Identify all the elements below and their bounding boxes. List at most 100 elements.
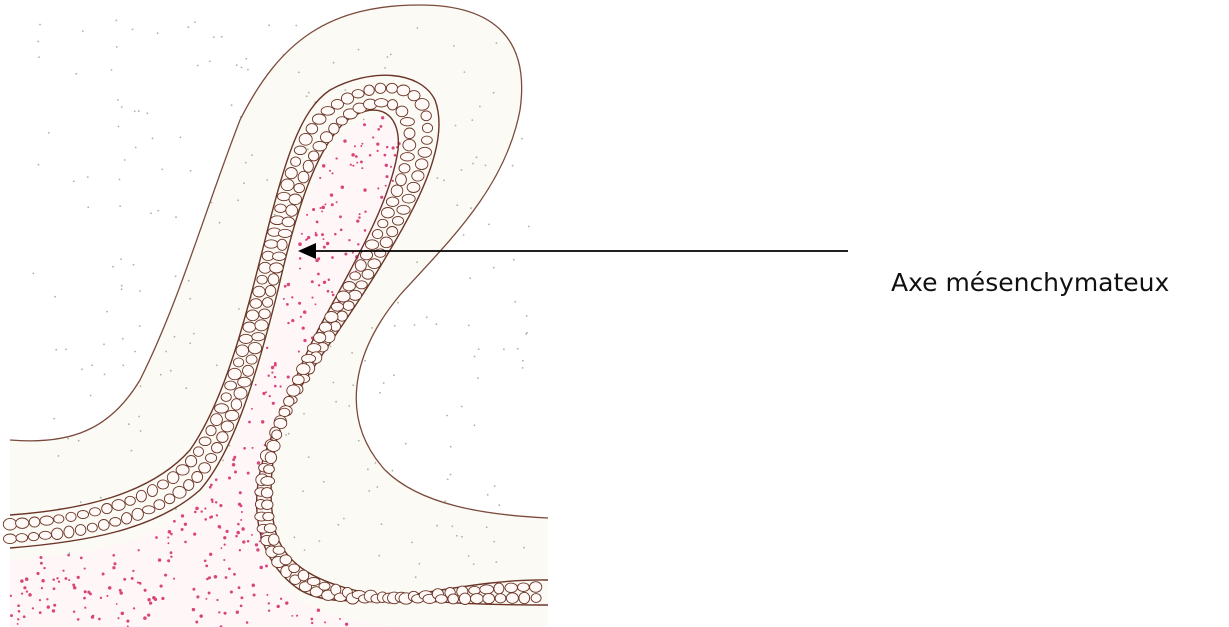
outer-layer-dot bbox=[175, 275, 177, 277]
mesenchyme-dot bbox=[10, 614, 13, 617]
outer-layer-dot bbox=[100, 497, 102, 499]
mesenchyme-dot bbox=[84, 568, 86, 570]
outer-layer-dot bbox=[436, 323, 438, 325]
outer-layer-dot bbox=[319, 540, 321, 542]
outer-layer-dot bbox=[91, 364, 93, 366]
outer-layer-dot bbox=[122, 338, 124, 340]
epithelial-cell bbox=[352, 90, 364, 98]
outer-layer-dot bbox=[392, 470, 394, 472]
outer-layer-dot bbox=[111, 69, 113, 71]
epithelial-cell bbox=[243, 365, 254, 376]
outer-layer-dot bbox=[383, 382, 385, 384]
mesenchyme-dot bbox=[194, 511, 197, 514]
mesenchyme-dot bbox=[352, 252, 354, 254]
mesenchyme-dot bbox=[321, 206, 325, 210]
mesenchyme-dot bbox=[352, 165, 354, 167]
mesenchyme-dot bbox=[64, 577, 67, 580]
mesenchyme-dot bbox=[271, 372, 273, 374]
epithelial-cell bbox=[250, 299, 262, 309]
outer-layer-dot bbox=[160, 374, 162, 376]
outer-layer-dot bbox=[124, 159, 126, 161]
mesenchyme-dot bbox=[224, 543, 226, 545]
outer-layer-dot bbox=[175, 508, 177, 510]
mesenchyme-dot bbox=[220, 547, 222, 549]
mesenchyme-dot bbox=[332, 294, 335, 297]
mesenchyme-dot bbox=[246, 621, 249, 624]
mesenchyme-dot bbox=[192, 608, 195, 611]
epithelial-cell bbox=[3, 518, 16, 530]
epithelial-cell bbox=[277, 239, 287, 250]
mesenchyme-dot bbox=[158, 558, 161, 561]
mesenchyme-dot bbox=[243, 447, 246, 450]
epithelial-cell bbox=[270, 263, 283, 273]
mesenchyme-dot bbox=[32, 607, 34, 609]
mesenchyme-dot bbox=[351, 153, 355, 157]
mesenchyme-dot bbox=[139, 583, 141, 585]
epithelial-cell bbox=[253, 286, 265, 297]
epithelial-cell bbox=[264, 524, 276, 533]
mesenchyme-dot bbox=[306, 214, 308, 216]
mesenchyme-dot bbox=[322, 164, 325, 167]
outer-layer-dot bbox=[119, 179, 121, 181]
outer-layer-dot bbox=[376, 486, 378, 488]
outer-layer-dot bbox=[190, 170, 192, 172]
outer-layer-dot bbox=[185, 387, 187, 389]
mesenchyme-dot bbox=[318, 284, 320, 286]
outer-layer-dot bbox=[189, 343, 191, 345]
epithelial-cell bbox=[418, 147, 431, 157]
epithelial-cell bbox=[269, 534, 280, 545]
mesenchyme-dot bbox=[354, 145, 356, 147]
mesenchyme-dot bbox=[53, 587, 56, 590]
outer-layer-dot bbox=[415, 576, 417, 578]
mesenchyme-dot bbox=[138, 549, 140, 551]
outer-layer-dot bbox=[371, 327, 373, 329]
outer-layer-dot bbox=[120, 258, 122, 260]
mesenchyme-dot bbox=[386, 146, 388, 148]
outer-layer-dot bbox=[470, 207, 472, 209]
outer-layer-dot bbox=[82, 30, 84, 32]
mesenchyme-dot bbox=[240, 519, 242, 521]
mesenchyme-dot bbox=[248, 421, 251, 424]
mesenchyme-dot bbox=[233, 456, 236, 459]
outer-layer-dot bbox=[133, 264, 135, 266]
epithelial-cell bbox=[518, 583, 530, 592]
mesenchyme-dot bbox=[299, 268, 301, 270]
outer-layer-dot bbox=[411, 542, 413, 544]
mesenchyme-dot bbox=[205, 598, 207, 600]
epithelial-cell bbox=[273, 252, 286, 260]
outer-layer-dot bbox=[384, 67, 386, 69]
outer-layer-dot bbox=[55, 349, 57, 351]
outer-layer-dot bbox=[474, 424, 476, 426]
epithelial-cell bbox=[176, 465, 189, 475]
mesenchyme-dot bbox=[102, 573, 105, 576]
mesenchyme-dot bbox=[303, 310, 307, 314]
mesenchyme-dot bbox=[204, 508, 206, 510]
mesenchyme-dot bbox=[253, 593, 256, 596]
mesenchyme-dot bbox=[272, 402, 275, 405]
mesenchyme-dot bbox=[324, 203, 326, 205]
mesenchyme-dot bbox=[323, 238, 325, 240]
outer-layer-dot bbox=[236, 64, 238, 66]
mesenchyme-dot bbox=[73, 586, 77, 590]
outer-layer-dot bbox=[522, 367, 524, 369]
outer-layer-dot bbox=[157, 210, 159, 212]
outer-layer-dot bbox=[87, 206, 89, 208]
mesenchyme-dot bbox=[251, 534, 253, 536]
epithelial-cell bbox=[307, 344, 320, 353]
outer-layer-dot bbox=[375, 462, 377, 464]
outer-layer-dot bbox=[330, 346, 332, 348]
outer-layer-dot bbox=[522, 360, 524, 362]
outer-layer-dot bbox=[245, 162, 247, 164]
mesenchyme-dot bbox=[377, 187, 379, 189]
mesenchyme-dot bbox=[340, 228, 343, 231]
epithelial-cell bbox=[286, 205, 298, 217]
mesenchyme-dot bbox=[131, 577, 134, 580]
outer-layer-dot bbox=[53, 418, 55, 420]
mesenchyme-dot bbox=[277, 605, 280, 608]
epithelial-cell bbox=[309, 151, 319, 161]
epithelial-cell bbox=[506, 593, 518, 604]
outer-layer-dot bbox=[174, 336, 176, 338]
mesenchyme-dot bbox=[242, 540, 245, 543]
outer-layer-dot bbox=[157, 32, 159, 34]
